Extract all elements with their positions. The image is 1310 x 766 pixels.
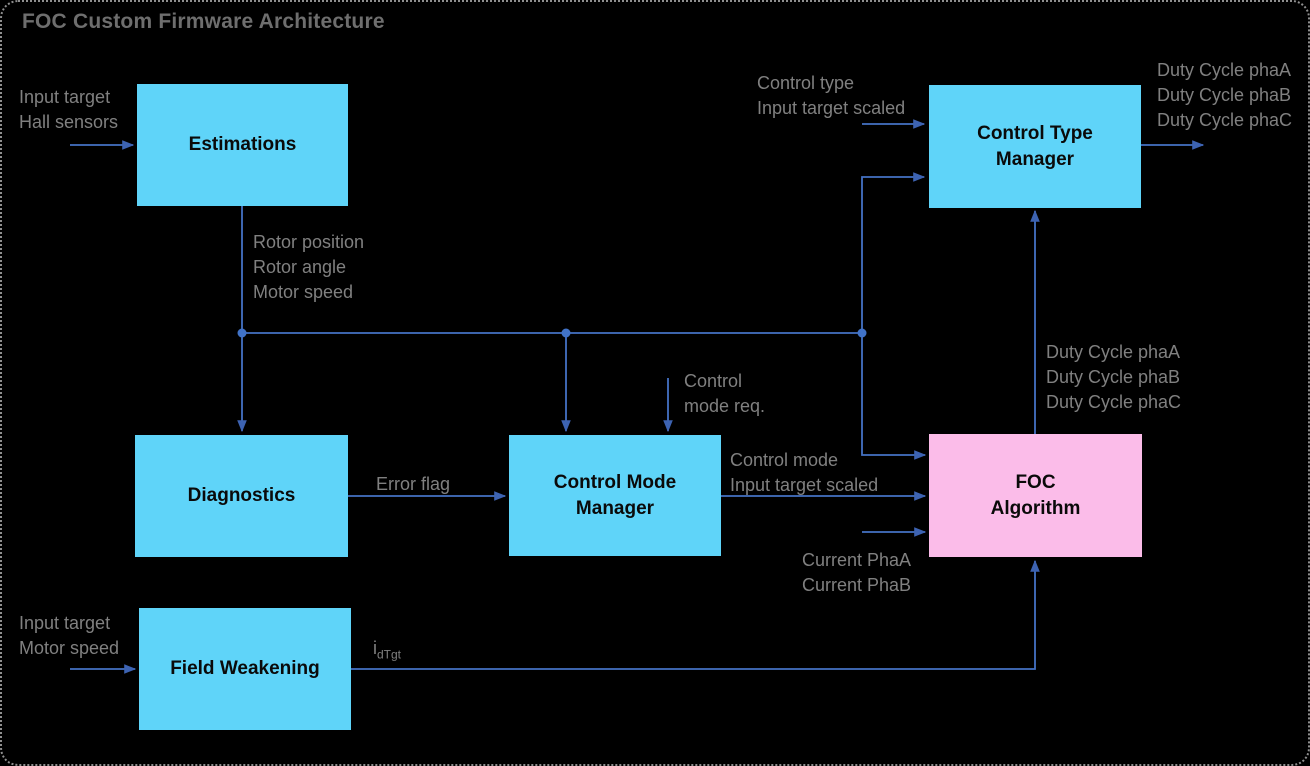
junction-dot	[561, 328, 571, 338]
label-error-flag: Error flag	[376, 474, 451, 494]
junction-dot	[857, 328, 867, 338]
arrow-field-weakening-to-foc	[351, 559, 1040, 670]
label-control-type-inputs: Control type Input target scaled	[757, 73, 906, 118]
label-control-mode-outputs: Control mode Input target scaled	[730, 450, 879, 495]
label-id-target: idTgt	[373, 636, 401, 668]
arrow-bus-to-foc-algorithm	[861, 333, 927, 460]
label-id-target-base: i	[373, 638, 377, 658]
label-duty-cycle-outputs: Duty Cycle phaA Duty Cycle phaB Duty Cyc…	[1157, 60, 1293, 130]
label-field-weakening-inputs: Input target Motor speed	[19, 613, 120, 658]
block-control-mode-manager: Control Mode Manager	[509, 435, 721, 556]
label-control-mode-request: Control mode req.	[684, 371, 766, 416]
label-duty-cycle-internal: Duty Cycle phaA Duty Cycle phaB Duty Cyc…	[1046, 342, 1182, 412]
block-foc-algorithm: FOC Algorithm	[929, 434, 1142, 557]
label-current-inputs: Current PhaA Current PhaB	[802, 550, 912, 595]
label-estimations-inputs: Input target Hall sensors	[19, 87, 119, 132]
diagram-title: FOC Custom Firmware Architecture	[22, 10, 385, 33]
label-estimations-outputs: Rotor position Rotor angle Motor speed	[253, 232, 365, 302]
block-diagnostics: Diagnostics	[135, 435, 348, 557]
block-control-type-manager: Control Type Manager	[929, 85, 1141, 208]
junction-dot	[237, 328, 247, 338]
block-field-weakening: Field Weakening	[139, 608, 351, 730]
arrow-bus-to-control-type-manager	[861, 172, 926, 333]
block-estimations: Estimations	[137, 84, 348, 206]
label-id-target-subscript: dTgt	[377, 647, 402, 662]
